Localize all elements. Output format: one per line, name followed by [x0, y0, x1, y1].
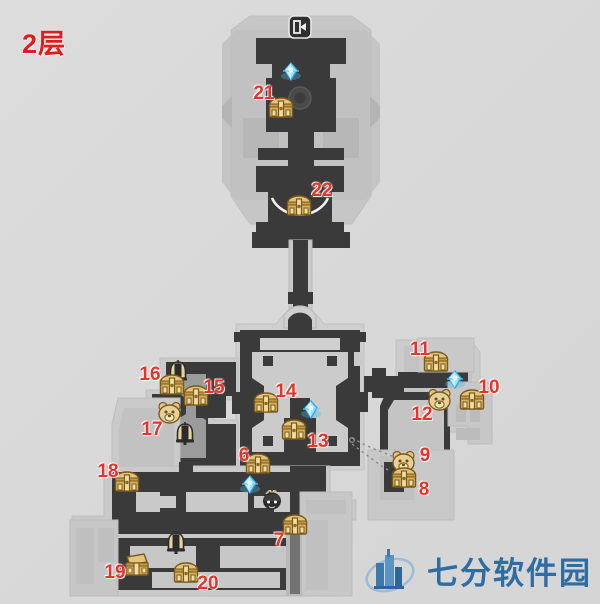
site-logo: 七分软件园	[363, 542, 592, 598]
marker-number-11: 11	[409, 339, 431, 360]
map-marker-13[interactable]	[281, 419, 307, 441]
crystal-icon	[443, 368, 467, 392]
map-marker-15[interactable]	[183, 385, 209, 407]
map-marker-19[interactable]	[124, 553, 150, 577]
map-marker-18[interactable]	[114, 471, 140, 493]
map-marker-21[interactable]	[268, 97, 294, 119]
marker-number-14: 14	[275, 381, 297, 402]
map-marker-7[interactable]	[282, 514, 308, 536]
marker-number-19: 19	[104, 562, 126, 583]
marker-number-21: 21	[253, 83, 275, 104]
marker-number-8: 8	[418, 479, 430, 500]
map-marker-16[interactable]	[159, 374, 185, 396]
marker-number-6: 6	[238, 445, 250, 466]
logo-text: 七分软件园	[427, 555, 592, 592]
marker-number-10: 10	[478, 377, 500, 398]
marker-number-9: 9	[419, 445, 431, 466]
map-marker-22[interactable]	[286, 195, 312, 217]
marker-number-13: 13	[307, 431, 329, 452]
map-marker-17[interactable]	[157, 401, 183, 425]
map-region-top	[222, 15, 380, 250]
map-decor-misc	[179, 332, 366, 474]
bell-icon	[174, 422, 196, 446]
marker-number-17: 17	[141, 419, 163, 440]
entrance-icon[interactable]	[287, 14, 313, 40]
map-marker-6[interactable]	[245, 453, 271, 475]
marker-number-22: 22	[311, 180, 333, 201]
marker-number-20: 20	[197, 573, 219, 594]
map-marker-8[interactable]	[391, 467, 417, 489]
floor-title: 2层	[22, 29, 67, 59]
marker-number-12: 12	[411, 404, 433, 425]
map-marker-11[interactable]	[423, 351, 449, 373]
npc-icon	[260, 488, 284, 512]
map-marker-20[interactable]	[173, 562, 199, 584]
marker-number-18: 18	[97, 461, 119, 482]
map-region-central-hall	[232, 305, 368, 471]
map-marker-12[interactable]	[427, 388, 453, 412]
crystal-icon	[299, 398, 323, 422]
map-region-lower-complex	[69, 465, 357, 597]
map-marker-14[interactable]	[253, 392, 279, 414]
marker-number-15: 15	[203, 377, 225, 398]
marker-number-16: 16	[139, 364, 161, 385]
map-marker-9[interactable]	[391, 450, 417, 474]
building-icon	[365, 549, 415, 593]
crystal-icon	[238, 473, 262, 497]
map-marker-10[interactable]	[459, 389, 485, 411]
marker-number-7: 7	[273, 530, 285, 551]
crystal-icon	[279, 60, 303, 84]
bell-icon	[165, 531, 187, 555]
